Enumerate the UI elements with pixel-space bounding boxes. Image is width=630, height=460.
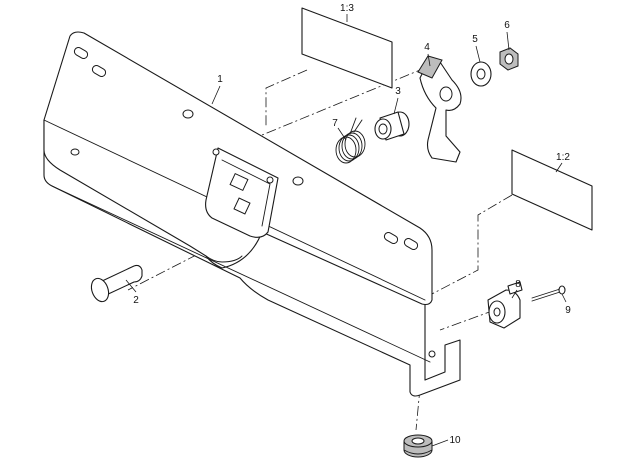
bracket-slot-right-1 <box>383 232 399 244</box>
bracket-slot-upper-left-1 <box>73 47 89 59</box>
callout-labels: 1 2 3 4 5 6 7 8 9 10 1:3 1:2 <box>133 3 571 446</box>
latch-block <box>487 281 523 329</box>
leader-lines <box>125 14 567 447</box>
decal-upper-shape <box>301 7 393 89</box>
callout-6: 6 <box>504 20 510 31</box>
spring-leg-2 <box>353 119 363 133</box>
bracket-slot-upper-left-2 <box>91 65 107 77</box>
leader-9 <box>561 293 567 303</box>
leader-4 <box>427 53 431 67</box>
spring-leg-1 <box>349 117 357 135</box>
bracket-channel-line <box>51 185 431 363</box>
callout-7: 7 <box>332 118 338 129</box>
leader-7 <box>337 127 347 141</box>
spring-coil-2 <box>338 134 360 162</box>
foot-center <box>411 437 425 445</box>
bracket-hole-1 <box>182 109 194 119</box>
leader-5 <box>475 45 481 63</box>
bracket-cutout <box>205 255 243 263</box>
leader-3 <box>393 97 399 115</box>
decal-lower <box>511 149 593 231</box>
assembly-line-latch <box>439 309 496 331</box>
nut-hole <box>504 53 514 65</box>
decal-upper <box>301 7 393 89</box>
leader-6 <box>506 31 510 51</box>
bracket-pocket-inner <box>221 159 271 227</box>
main-bracket <box>43 31 461 397</box>
bracket-hole-3 <box>70 148 80 156</box>
latch-hook-body <box>419 57 462 163</box>
bracket-pocket-rivet-2 <box>266 176 274 184</box>
latch-block-hole <box>493 307 501 317</box>
bracket-pocket-window-2 <box>233 197 251 215</box>
washer <box>470 61 492 87</box>
latch-block-tab <box>507 281 523 295</box>
bushing <box>374 111 410 141</box>
pin-head <box>90 277 110 303</box>
callout-3: 3 <box>395 86 401 97</box>
leader-8 <box>511 289 518 299</box>
callout-4: 4 <box>424 42 430 53</box>
nut <box>499 47 519 71</box>
spring-coil-1 <box>335 136 357 164</box>
washer-hole <box>476 68 486 80</box>
leader-10 <box>431 439 449 447</box>
leader-1 <box>211 85 221 105</box>
bushing-bore <box>378 123 388 135</box>
callout-8: 8 <box>515 279 521 290</box>
bracket-hole-2 <box>292 176 304 186</box>
screw-shaft-edge <box>531 291 561 302</box>
callout-1: 1 <box>217 74 223 85</box>
pin-shaft <box>99 264 143 297</box>
clevis-pin <box>90 264 143 303</box>
bracket-pocket-window-1 <box>229 172 249 192</box>
leader-2 <box>125 279 137 293</box>
bracket-pocket-rivet-1 <box>212 148 220 156</box>
callout-decal-upper: 1:3 <box>340 3 354 14</box>
callout-9: 9 <box>565 305 571 316</box>
callout-5: 5 <box>472 34 478 45</box>
latch-hook-pivot-hole <box>439 86 453 102</box>
latch-hook <box>417 55 462 163</box>
rubber-foot <box>403 434 433 458</box>
latch-hook-tab <box>417 55 443 79</box>
callout-10: 10 <box>449 435 461 446</box>
leader-decal-lower <box>555 162 563 173</box>
bracket-hole-4 <box>428 350 436 358</box>
screw-shaft <box>531 288 561 299</box>
assembly-line-upper-decal <box>265 69 308 128</box>
bracket-slot-right-2 <box>403 238 419 250</box>
bracket-pocket <box>205 147 279 238</box>
screw-head <box>558 285 566 295</box>
screw <box>531 285 566 302</box>
torsion-spring <box>335 117 366 164</box>
callout-2: 2 <box>133 295 139 306</box>
spring-coil-3 <box>341 132 363 160</box>
callout-decal-lower: 1:2 <box>556 152 570 163</box>
assembly-line-lower-decal <box>429 194 513 296</box>
decal-lower-shape <box>511 149 593 231</box>
